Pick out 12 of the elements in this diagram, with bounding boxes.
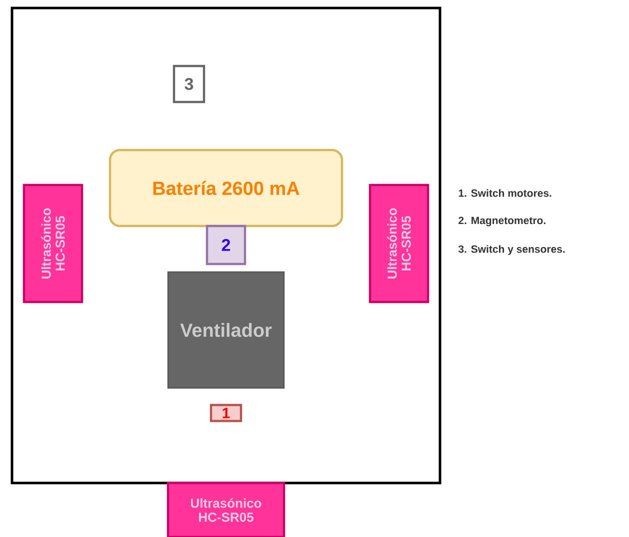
legend-note: 1. Switch motores.: [458, 189, 552, 197]
fan-box: Ventilador: [167, 271, 285, 389]
sensor-box: Ultrasónico HC-SR05: [166, 482, 286, 537]
sensor-box: Ultrasónico HC-SR05: [368, 184, 430, 304]
legend-note: 3. Switch y sensores.: [458, 245, 565, 255]
legend-note: 2. Magnetometro.: [458, 216, 546, 226]
number-box: 3: [172, 64, 206, 104]
battery-box: Batería 2600 mA: [108, 148, 344, 228]
number-box: 1: [210, 404, 242, 422]
sensor-box: Ultrasónico HC-SR05: [22, 184, 84, 304]
number-box: 2: [206, 224, 246, 266]
frame-box: [10, 6, 442, 484]
